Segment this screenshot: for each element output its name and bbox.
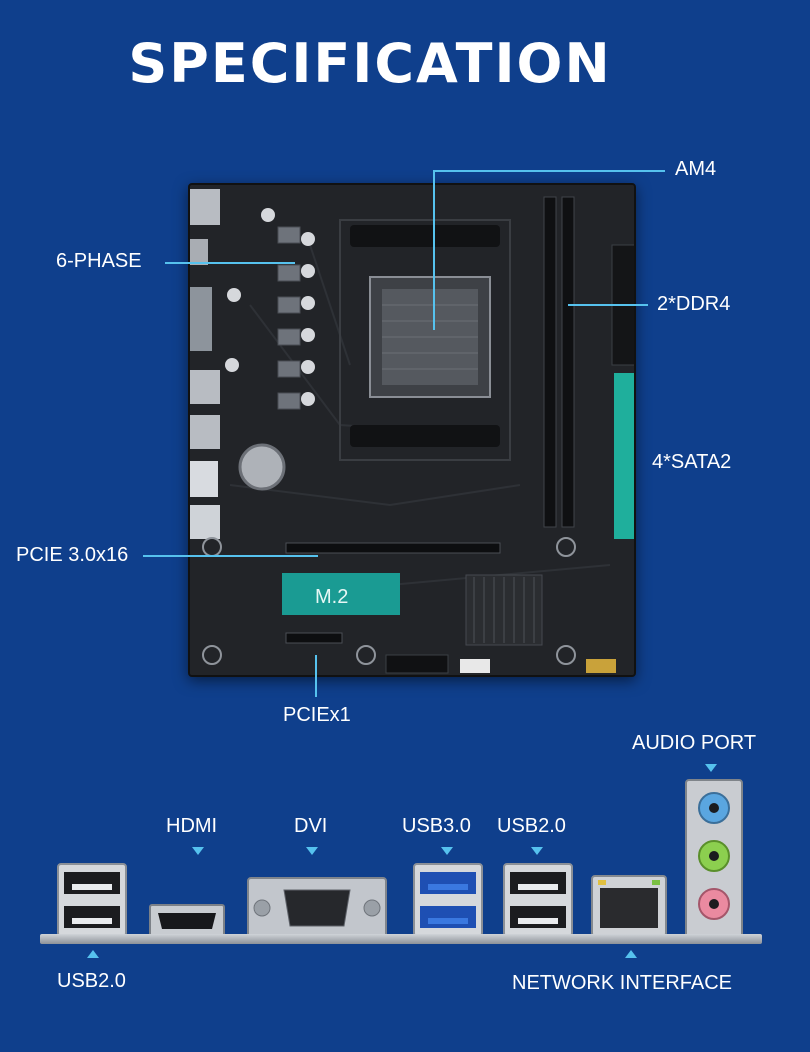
am4-line-v [433,170,435,330]
label-network-interface: NETWORK INTERFACE [512,972,733,994]
pcie-x1-slot [285,632,343,644]
callout-pciex1: PCIEx1 [283,704,351,726]
label-dvi: DVI [294,815,328,837]
ddr4-line [568,304,648,306]
arrow-dvi [306,847,318,855]
label-usb20-top: USB2.0 [497,815,566,837]
dvi-port [247,877,387,939]
io-shield-edge [40,934,762,944]
motherboard-drawing: M.2 [190,185,634,675]
usb20-right-port [503,863,573,937]
arrow-hdmi [192,847,204,855]
callout-6-phase: 6-PHASE [56,250,142,272]
hdmi-port [149,904,225,940]
usb20-left-port [57,863,127,937]
callout-2-ddr4: 2*DDR4 [657,293,731,315]
callout-am4: AM4 [675,158,717,180]
arrow-usb20-bottom [87,950,99,958]
arrow-usb30 [441,847,453,855]
label-hdmi: HDMI [166,815,218,837]
label-usb20-bottom: USB2.0 [57,970,126,992]
pcie16-line [143,555,318,557]
label-audio-port: AUDIO PORT [632,732,757,754]
network-port [591,875,667,937]
audio-port [685,779,743,939]
sata-ports [614,373,634,539]
io-vga [190,287,212,351]
callout-4-sata2: 4*SATA2 [652,451,732,473]
io-lan [190,461,218,497]
label-usb30: USB3.0 [402,815,471,837]
io-audio [190,505,220,539]
callout-pcie-3-0x16: PCIE 3.0x16 [16,544,129,566]
motherboard-image: M.2 [188,183,636,677]
io-usb-stack [190,189,220,225]
phase-line [165,262,295,264]
m2-label: M.2 [315,586,348,608]
dimm-slot-2 [561,196,575,528]
arrow-audio [705,764,717,772]
arrow-network [625,950,637,958]
arrow-usb20-top [531,847,543,855]
am4-line-h [433,170,665,172]
cmos-battery [238,443,286,491]
page-title: SPECIFICATION [128,32,612,95]
m2-slot [282,573,400,615]
pcie-x16-slot [285,542,501,554]
dimm-slot-1 [543,196,557,528]
pciex1-line [315,655,317,697]
usb30-port [413,863,483,937]
